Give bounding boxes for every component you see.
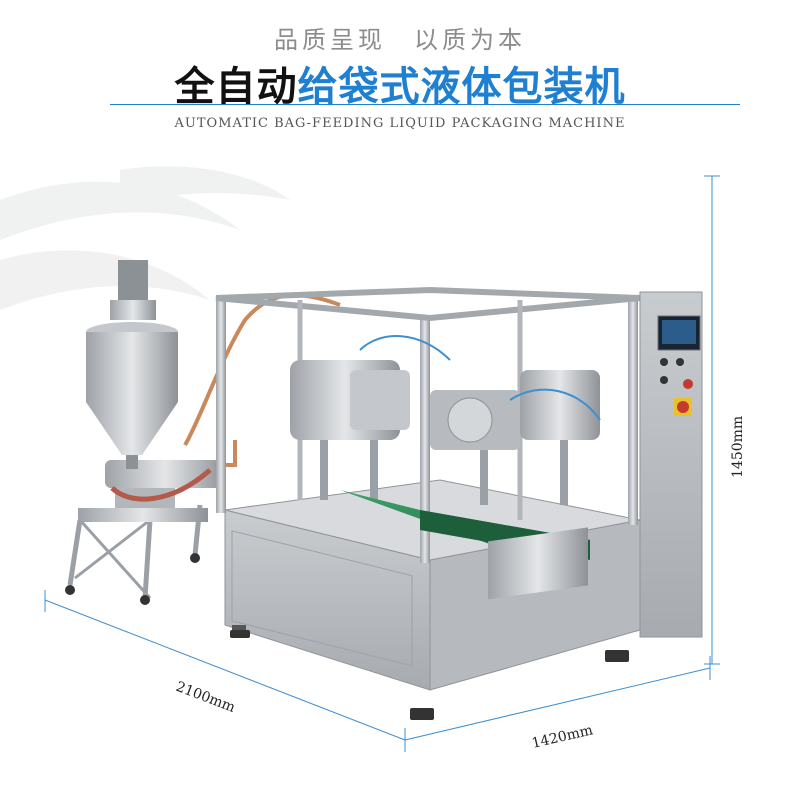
tagline-left: 品质呈现 bbox=[274, 26, 386, 54]
tagline: 品质呈现以质为本 bbox=[0, 20, 800, 55]
title-dark-part: 全自动 bbox=[174, 64, 298, 110]
hopper-cart bbox=[65, 504, 208, 605]
dimension-lines bbox=[44, 175, 720, 752]
subtitle: AUTOMATIC BAG-FEEDING LIQUID PACKAGING M… bbox=[174, 116, 626, 131]
background-swoosh bbox=[0, 166, 290, 310]
tagline-right: 以质为本 bbox=[414, 26, 526, 54]
title-blue-part: 给袋式液体包装机 bbox=[297, 64, 626, 110]
main-machine bbox=[215, 286, 641, 720]
hopper-tank bbox=[86, 260, 178, 469]
width-dimension-label: 1420mm bbox=[530, 722, 594, 752]
height-dimension-label: 1450mm bbox=[730, 416, 746, 478]
title-underline bbox=[110, 104, 740, 105]
length-dimension-label: 2100mm bbox=[174, 679, 238, 716]
output-conveyor bbox=[340, 490, 590, 600]
control-column bbox=[639, 291, 703, 638]
page-title: 全自动给袋式液体包装机 bbox=[0, 54, 800, 112]
